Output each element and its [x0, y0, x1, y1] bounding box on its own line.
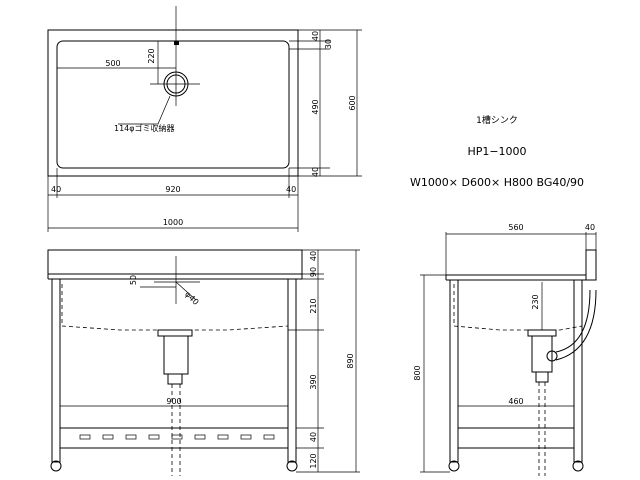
- type-label: 1槽シンク: [476, 114, 518, 126]
- dim-500: 500: [105, 59, 120, 68]
- shelf-slots: [79, 434, 275, 440]
- dim-40-bottom: 40: [311, 167, 320, 177]
- top-view-basin-outline: [56, 40, 290, 169]
- dim-40-left: 40: [51, 185, 61, 194]
- side-view: 560 40 230 800 460: [413, 223, 597, 476]
- front-basin-hidden: [61, 284, 289, 331]
- dim-390: 390: [309, 374, 318, 389]
- dim-30: 30: [324, 39, 333, 49]
- top-view-outer-outline: [47, 29, 299, 177]
- dim-1000: 1000: [163, 218, 183, 227]
- dim-40-front: 40: [309, 251, 318, 261]
- top-view: 500 220 114φゴミ収納器 40 30 490 40 600 40 92…: [47, 6, 362, 232]
- spec-text: W1000× D600× H800 BG40/90: [410, 176, 584, 189]
- dim-40-top: 40: [311, 31, 320, 41]
- dim-220: 220: [147, 48, 156, 63]
- dim-600: 600: [348, 95, 357, 110]
- model-number: HP1−1000: [467, 145, 526, 158]
- dim-800: 800: [413, 365, 422, 380]
- dim-40-side: 40: [585, 223, 595, 232]
- dim-120: 120: [309, 453, 318, 468]
- dim-50: 50: [129, 275, 138, 285]
- dim-900: 900: [166, 397, 181, 406]
- side-backguard: [585, 249, 597, 281]
- side-front-leg: [449, 279, 459, 463]
- front-backguard: [47, 249, 303, 275]
- side-basin-hidden: [453, 284, 583, 331]
- front-right-leg: [287, 278, 297, 463]
- dim-40-shelf: 40: [309, 432, 318, 442]
- side-rear-leg: [573, 279, 583, 463]
- dim-230: 230: [531, 294, 540, 309]
- dim-90: 90: [309, 267, 318, 277]
- dim-560: 560: [508, 223, 523, 232]
- dim-890: 890: [346, 353, 355, 368]
- dim-920: 920: [165, 185, 180, 194]
- dim-490: 490: [311, 99, 320, 114]
- drain-callout-label: 114φゴミ収納器: [114, 123, 175, 133]
- dim-210: 210: [309, 298, 318, 313]
- info-block: 1槽シンク HP1−1000 W1000× D600× H800 BG40/90: [410, 114, 584, 189]
- dim-40-right: 40: [286, 185, 296, 194]
- dim-460: 460: [508, 397, 523, 406]
- front-view: 50 φ40 900 40 90 210 390: [47, 249, 360, 476]
- dim-phi40: φ40: [183, 290, 200, 307]
- front-left-leg: [51, 278, 61, 463]
